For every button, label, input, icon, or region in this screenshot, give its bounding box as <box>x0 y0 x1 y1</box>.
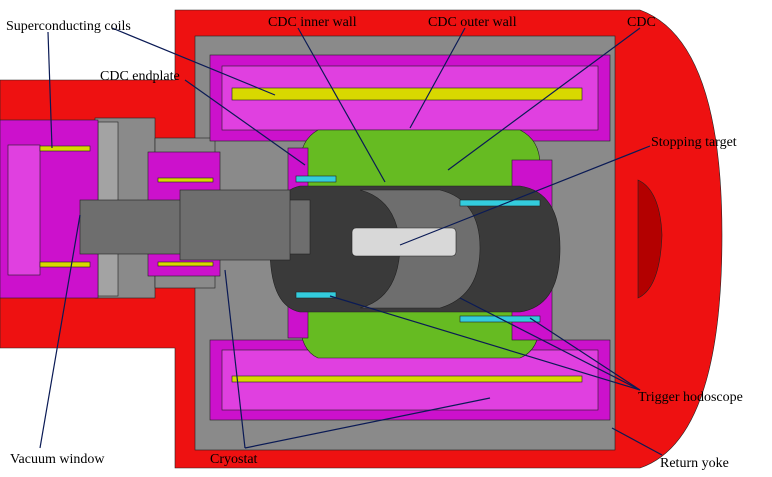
coil-front-lower <box>39 261 91 268</box>
label-superconducting-coils: Superconducting coils <box>6 19 131 34</box>
label-stopping-target: Stopping target <box>651 135 737 150</box>
leader-cdc <box>447 27 641 171</box>
leader-trigger-hodoscope-3 <box>529 317 641 391</box>
beam-line <box>79 189 457 261</box>
leader-cryostat-1 <box>224 269 246 449</box>
coil-group <box>39 87 583 383</box>
coil-middle-upper <box>157 177 214 183</box>
leader-return-yoke <box>611 427 663 456</box>
leader-cryostat-2 <box>244 397 491 449</box>
label-return-yoke: Return yoke <box>660 456 729 471</box>
leader-cdc-inner-wall <box>297 27 386 183</box>
leader-cdc-outer-wall <box>409 27 466 129</box>
leader-cdc-endplate <box>184 79 306 166</box>
coil-top <box>231 87 583 101</box>
label-cdc: CDC <box>627 15 656 30</box>
coil-front-upper <box>39 145 91 152</box>
coil-middle-lower <box>157 261 214 267</box>
leader-superconducting-coils <box>111 27 276 96</box>
cryostat-front-face <box>7 144 41 276</box>
coil-bottom <box>231 375 583 383</box>
label-cdc-inner-wall: CDC inner wall <box>268 15 357 30</box>
labels: Superconducting coils CDC inner wall CDC… <box>6 15 743 471</box>
label-trigger-hodoscope: Trigger hodoscope <box>638 390 743 405</box>
leader-lines <box>39 27 663 456</box>
leader-stopping-target <box>399 145 651 246</box>
label-cryostat: Cryostat <box>210 452 258 467</box>
stopping-target <box>351 227 457 257</box>
leader-trigger-hodoscope-1 <box>329 295 641 391</box>
label-vacuum-window: Vacuum window <box>10 452 105 467</box>
trigger-hodoscope-lower <box>295 291 337 299</box>
leader-superconducting-coils-2 <box>47 31 53 149</box>
leader-vacuum-window <box>39 214 81 449</box>
label-cdc-outer-wall: CDC outer wall <box>428 15 517 30</box>
beam-pipe-neck <box>179 189 291 261</box>
label-cdc-endplate: CDC endplate <box>100 69 180 84</box>
trigger-hodoscope-upper <box>295 175 337 183</box>
return-yoke-bore <box>637 179 663 299</box>
leader-trigger-hodoscope-2 <box>459 297 641 391</box>
